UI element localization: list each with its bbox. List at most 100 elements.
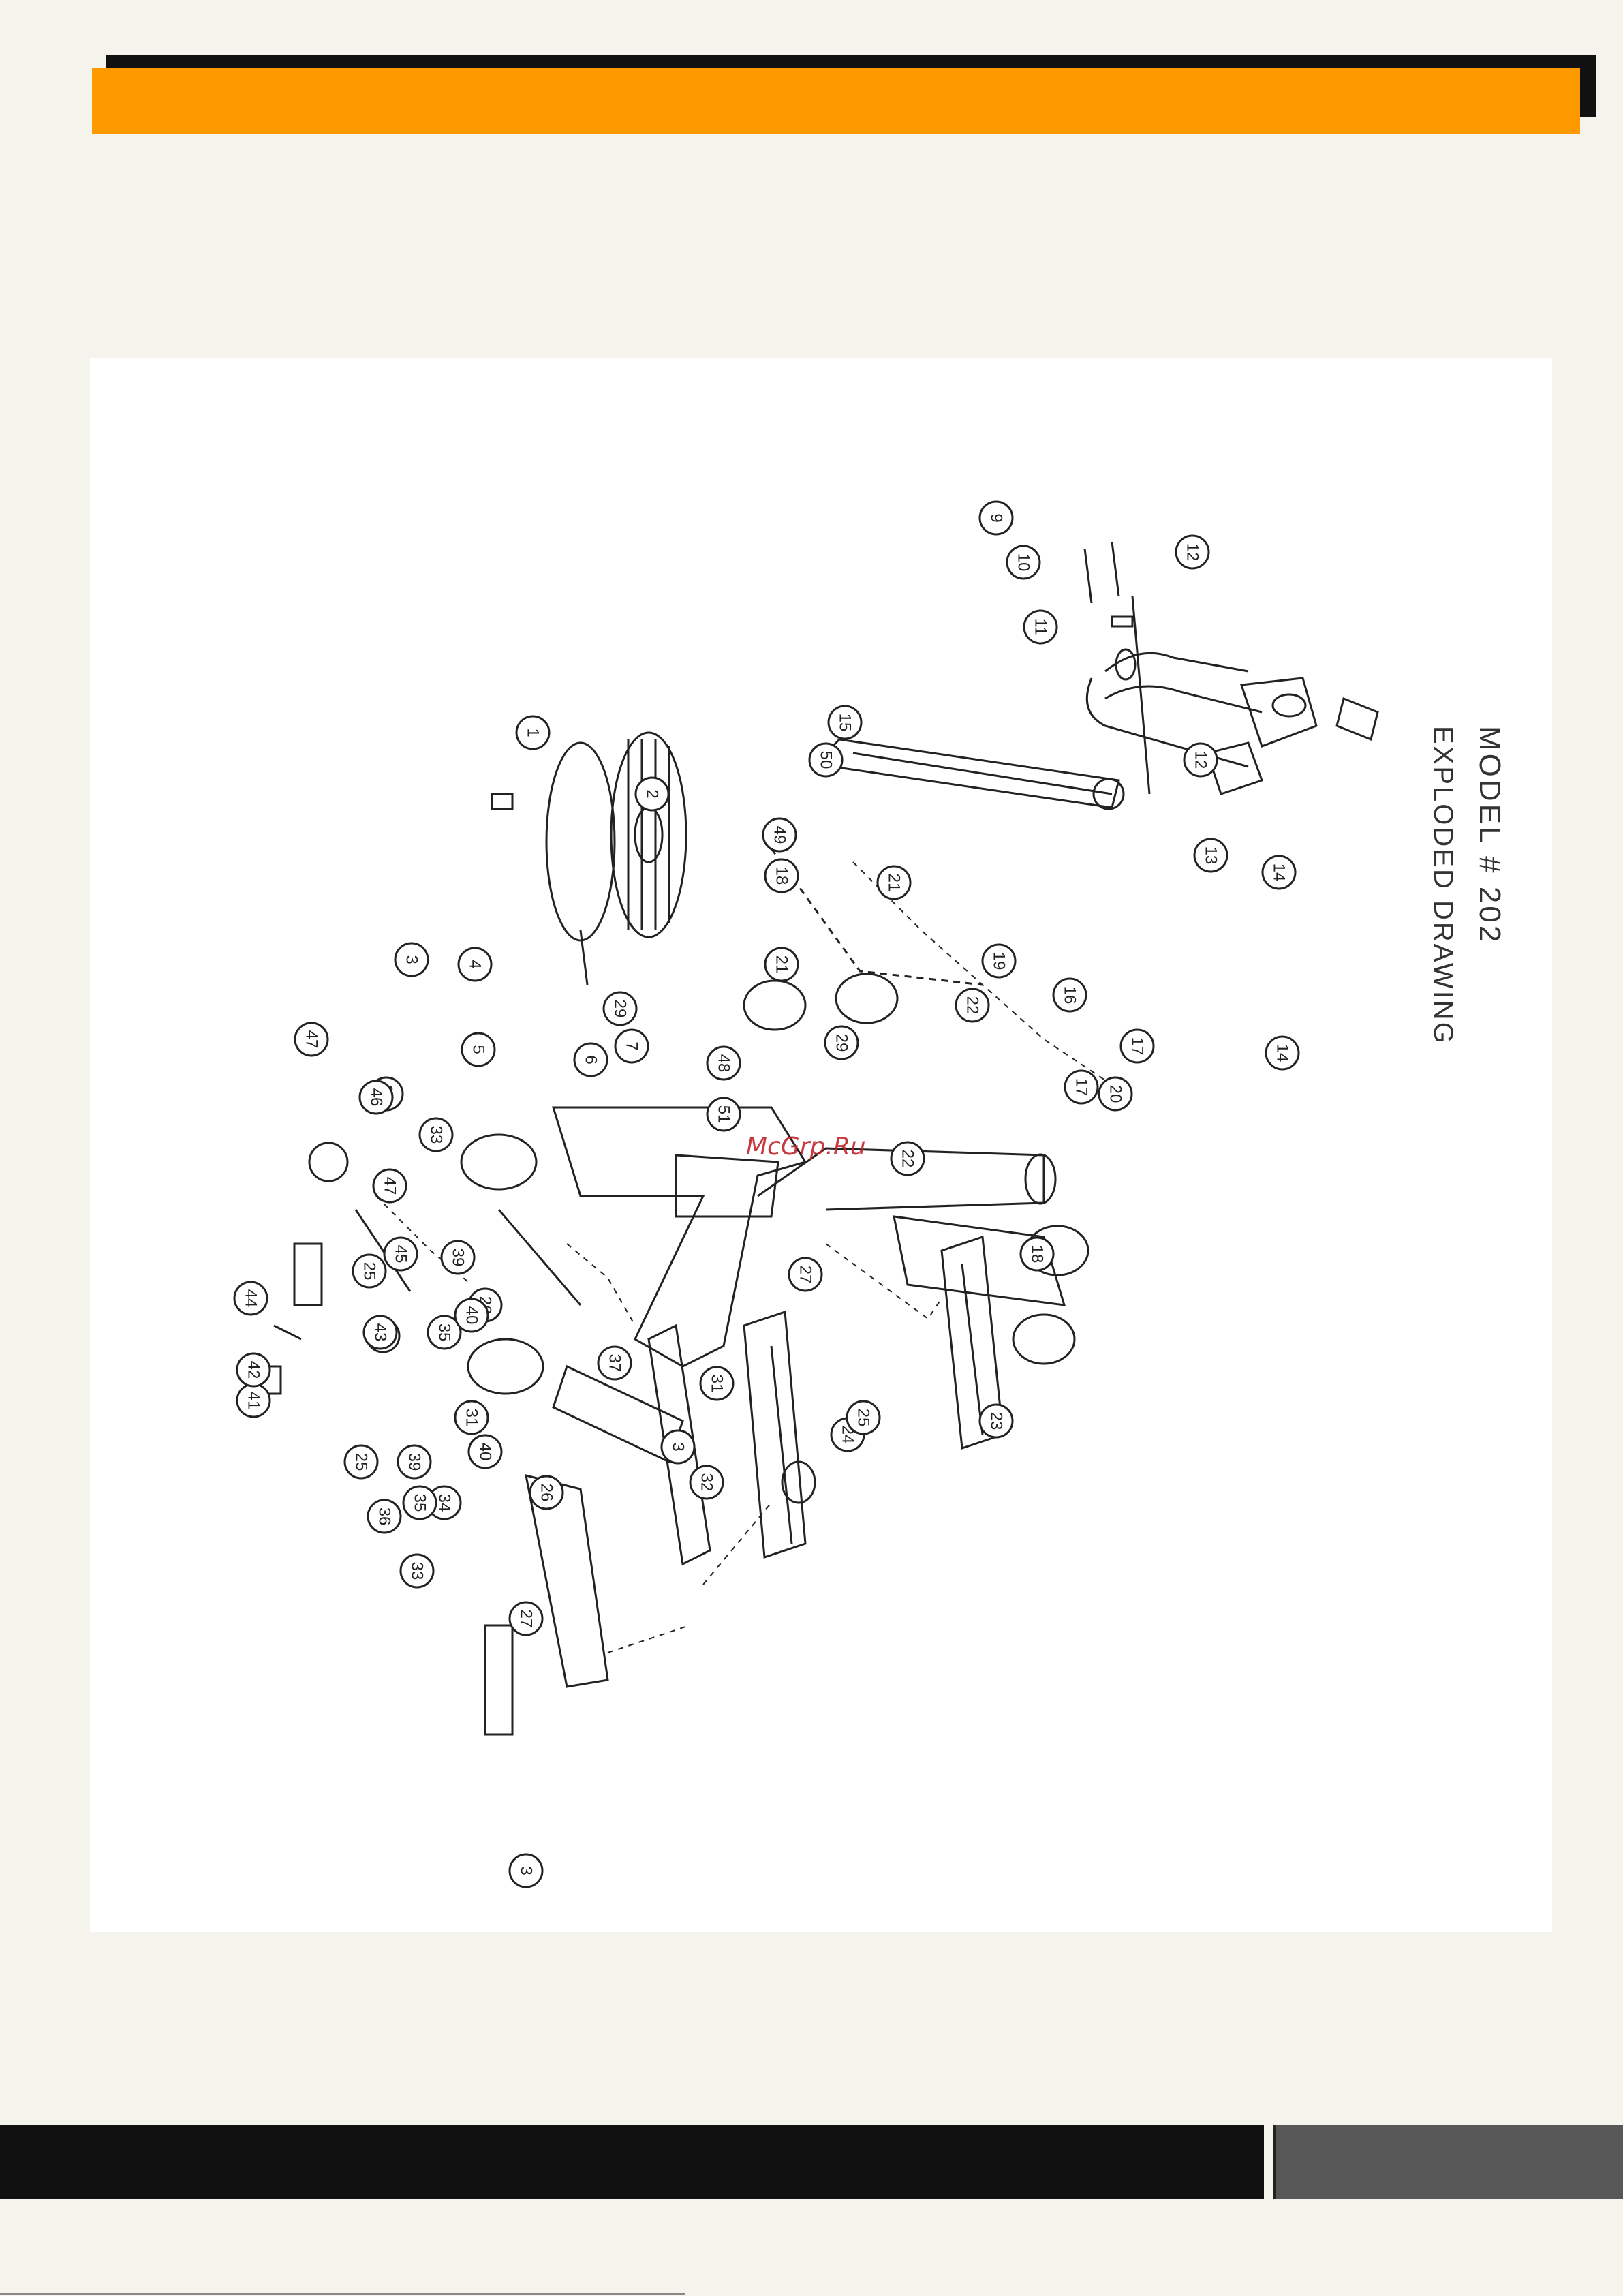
callout-number: 10 <box>1015 553 1033 572</box>
callout-number: 13 <box>1202 846 1220 865</box>
callout-number: 35 <box>435 1323 454 1342</box>
part-callout: 46 <box>360 1081 392 1114</box>
part-callout: 36 <box>368 1500 401 1533</box>
callout-number: 31 <box>708 1375 726 1393</box>
fan-wheel <box>492 733 686 985</box>
part-callout: 39 <box>442 1241 474 1274</box>
callout-number: 25 <box>360 1262 379 1281</box>
part-callout: 40 <box>455 1299 488 1332</box>
callout-number: 33 <box>427 1126 446 1144</box>
callout-number: 16 <box>1061 986 1079 1005</box>
callout-number: 46 <box>367 1088 386 1107</box>
callout-number: 39 <box>405 1453 424 1471</box>
part-callout: 25 <box>345 1445 377 1478</box>
callout-number: 40 <box>476 1443 495 1461</box>
callout-number: 23 <box>987 1412 1006 1430</box>
callout-number: 41 <box>245 1392 263 1410</box>
callout-number: 15 <box>836 714 854 732</box>
callout-number: 25 <box>854 1409 873 1427</box>
part-callout: 6 <box>574 1043 607 1076</box>
part-callout: 29 <box>825 1026 858 1059</box>
part-callout: 11 <box>1024 611 1057 643</box>
part-callout: 32 <box>690 1466 723 1499</box>
drawing-title-block: MODEL # 202 EXPLODED DRAWING <box>1412 726 1521 1053</box>
callout-number: 3 <box>517 1866 536 1875</box>
callout-number: 49 <box>771 826 789 844</box>
part-callout: 15 <box>829 706 861 739</box>
part-callout: 27 <box>789 1258 822 1291</box>
part-callout: 19 <box>983 945 1015 977</box>
part-callout: 9 <box>980 502 1013 534</box>
callout-number: 18 <box>1028 1245 1047 1264</box>
callout-number: 36 <box>375 1507 394 1526</box>
part-callout: 26 <box>530 1476 563 1509</box>
part-callout: 17 <box>1065 1071 1098 1103</box>
part-callout: 47 <box>373 1169 406 1202</box>
part-callout: 22 <box>956 989 989 1022</box>
foot-tubes <box>461 1135 683 1734</box>
part-callout: 47 <box>295 1023 328 1056</box>
callout-number: 21 <box>773 955 791 974</box>
model-title: MODEL # 202 <box>1465 726 1514 1045</box>
part-callout: 18 <box>1021 1238 1053 1270</box>
callout-number: 34 <box>435 1494 454 1512</box>
part-callout: 51 <box>707 1098 740 1131</box>
watermark-text: McGrp.Ru <box>746 1133 866 1161</box>
part-callout: 21 <box>765 948 798 981</box>
part-callout: 45 <box>384 1238 417 1270</box>
part-callout: 3 <box>510 1854 542 1887</box>
part-callout: 35 <box>403 1486 436 1519</box>
footer-bar <box>0 2125 1264 2199</box>
part-callout: 48 <box>707 1047 740 1080</box>
footer-page-box <box>1273 2125 1623 2199</box>
callout-number: 3 <box>403 955 421 964</box>
part-callout: 43 <box>364 1316 397 1349</box>
callout-number: 11 <box>1032 619 1050 636</box>
callout-number: 1 <box>524 728 542 737</box>
callout-number: 26 <box>538 1484 556 1502</box>
callout-number: 47 <box>303 1030 321 1049</box>
part-callout: 44 <box>234 1282 267 1315</box>
part-callout: 14 <box>1263 856 1295 889</box>
part-callout: 20 <box>1099 1077 1132 1110</box>
part-callout: 27 <box>510 1602 542 1635</box>
callout-number: 29 <box>611 1000 630 1018</box>
part-callout: 31 <box>700 1367 733 1400</box>
callout-number: 50 <box>817 751 835 769</box>
callout-number: 33 <box>408 1562 427 1580</box>
callout-number: 44 <box>242 1289 260 1308</box>
part-callout: 3 <box>662 1430 694 1463</box>
callout-number: 35 <box>411 1494 429 1512</box>
callout-number: 4 <box>466 960 484 968</box>
callout-number: 48 <box>715 1054 733 1073</box>
part-callout: 31 <box>455 1401 488 1434</box>
part-callout: 10 <box>1007 546 1040 579</box>
callout-number: 27 <box>517 1610 536 1628</box>
part-callout: 12 <box>1176 536 1209 568</box>
part-callout: 41 <box>237 1384 270 1417</box>
part-callout: 40 <box>469 1435 501 1468</box>
part-callout: 21 <box>878 866 910 899</box>
part-callout: 12 <box>1184 744 1217 776</box>
part-callout: 37 <box>598 1347 631 1379</box>
callout-number: 2 <box>643 789 662 798</box>
callout-number: 19 <box>990 952 1008 970</box>
part-callout: 39 <box>398 1445 431 1478</box>
callout-number: 20 <box>1107 1085 1125 1103</box>
part-callout: 4 <box>459 948 491 981</box>
callout-number: 39 <box>449 1249 467 1267</box>
callout-number: 27 <box>797 1266 815 1284</box>
callout-number: 37 <box>606 1354 624 1373</box>
part-callout: 5 <box>462 1033 495 1066</box>
part-callout: 17 <box>1121 1030 1154 1062</box>
part-callout: 33 <box>420 1118 452 1151</box>
part-callout: 29 <box>604 992 636 1025</box>
part-callout: 49 <box>763 818 796 851</box>
pedals <box>649 1237 1003 1564</box>
part-callout: 18 <box>765 859 798 892</box>
callout-number: 18 <box>773 867 791 885</box>
callout-number: 22 <box>963 996 982 1015</box>
part-callout: 25 <box>353 1255 386 1287</box>
callout-number: 5 <box>469 1045 488 1054</box>
callout-number: 51 <box>715 1105 733 1124</box>
